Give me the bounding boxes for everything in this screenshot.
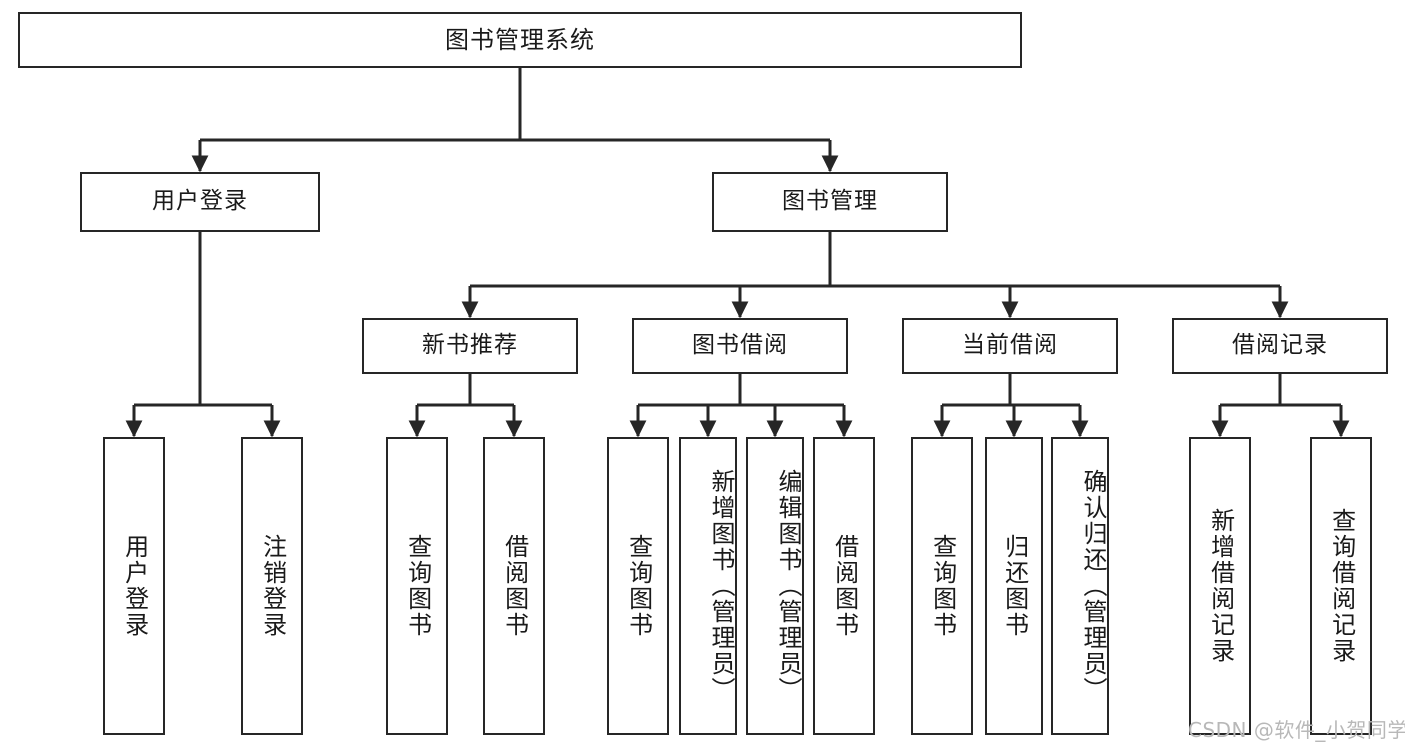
csdn-watermark: CSDN @软件_小贺同学: [1188, 718, 1405, 742]
leaf-logout[interactable]: 注销登录: [241, 437, 303, 735]
node-label: 图书管理系统: [445, 25, 595, 54]
node-book-manage[interactable]: 图书管理: [712, 172, 948, 232]
node-label: 当前借阅: [962, 332, 1058, 359]
leaf-confirm-return[interactable]: 确认归还（管理员）: [1051, 437, 1109, 735]
node-label: 借阅记录: [1232, 332, 1328, 359]
node-root[interactable]: 图书管理系统: [18, 12, 1022, 68]
node-book-borrow[interactable]: 图书借阅: [632, 318, 848, 374]
leaf-query-book-3[interactable]: 查询图书: [911, 437, 973, 735]
leaf-add-borrow-record[interactable]: 新增借阅记录: [1189, 437, 1251, 735]
leaf-user-login[interactable]: 用户登录: [103, 437, 165, 735]
node-label: 用户登录: [152, 188, 248, 215]
leaf-return-book[interactable]: 归还图书: [985, 437, 1043, 735]
node-label: 新书推荐: [422, 332, 518, 359]
leaf-edit-book[interactable]: 编辑图书（管理员）: [746, 437, 804, 735]
leaf-query-book-1[interactable]: 查询图书: [386, 437, 448, 735]
leaf-query-borrow-record[interactable]: 查询借阅记录: [1310, 437, 1372, 735]
leaf-query-book-2[interactable]: 查询图书: [607, 437, 669, 735]
node-label: 图书管理: [782, 188, 878, 215]
node-current-borrow[interactable]: 当前借阅: [902, 318, 1118, 374]
node-new-book-recommend[interactable]: 新书推荐: [362, 318, 578, 374]
node-user-login[interactable]: 用户登录: [80, 172, 320, 232]
leaf-add-book[interactable]: 新增图书（管理员）: [679, 437, 737, 735]
node-borrow-record[interactable]: 借阅记录: [1172, 318, 1388, 374]
leaf-borrow-book-1[interactable]: 借阅图书: [483, 437, 545, 735]
node-label: 图书借阅: [692, 332, 788, 359]
leaf-borrow-book-2[interactable]: 借阅图书: [813, 437, 875, 735]
